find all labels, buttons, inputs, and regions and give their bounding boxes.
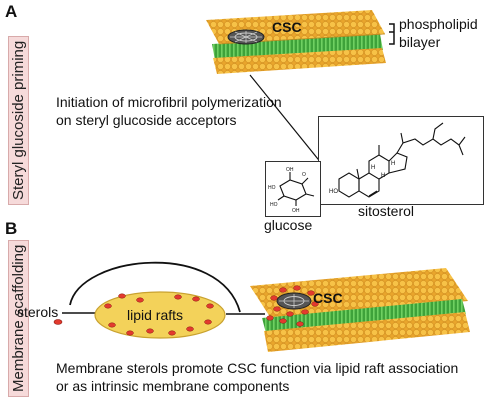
lipid-raft: [94, 291, 226, 339]
panel-a-caption-line1: Initiation of microfibril polymerization: [56, 94, 282, 110]
sitosterol-structure-icon: HO H H H: [329, 122, 466, 198]
sitosterol-structure-box: HO H H H: [318, 116, 484, 205]
svg-text:H: H: [371, 165, 375, 171]
svg-text:O: O: [302, 172, 306, 178]
svg-text:H: H: [391, 161, 395, 167]
lipid-rafts-label: lipid rafts: [127, 307, 184, 323]
panel-a-caption-line2: on steryl glucoside acceptors: [56, 112, 237, 128]
panel-b-caption-line2: or as intrinsic membrane components: [56, 378, 290, 394]
svg-text:HO: HO: [268, 185, 276, 191]
sitosterol-label: sitosterol: [358, 203, 415, 219]
svg-text:HO: HO: [329, 189, 338, 195]
glucose-structure-icon: HO OH O OH HO: [268, 167, 315, 214]
bilayer-label-line2: bilayer: [399, 34, 441, 50]
svg-text:HO: HO: [270, 202, 278, 208]
panel-a-letter: A: [5, 2, 18, 21]
svg-text:OH: OH: [292, 208, 300, 214]
sterol-marker: [53, 319, 63, 325]
panel-b-caption-line1: Membrane sterols promote CSC function vi…: [56, 360, 459, 376]
bilayer-bracket: [389, 23, 395, 45]
svg-text:H: H: [381, 173, 385, 179]
panel-b-letter: B: [5, 219, 18, 238]
csc-rosette-a: [227, 29, 265, 45]
csc-label-a: CSC: [272, 19, 302, 35]
sterols-label: sterols: [17, 304, 59, 320]
csc-label-b: CSC: [313, 290, 343, 306]
connector-line-a: [249, 74, 323, 165]
csc-associated-sterols: [266, 285, 319, 327]
csc-rosette-b: [276, 292, 312, 310]
glucose-label: glucose: [264, 217, 313, 233]
membrane-bilayer-b: [250, 268, 470, 352]
svg-text:OH: OH: [286, 167, 294, 173]
sterol-path-line: [69, 261, 241, 313]
bilayer-label-line1: phospholipid: [399, 16, 478, 32]
glucose-structure-box: HO OH O OH HO: [265, 161, 321, 217]
